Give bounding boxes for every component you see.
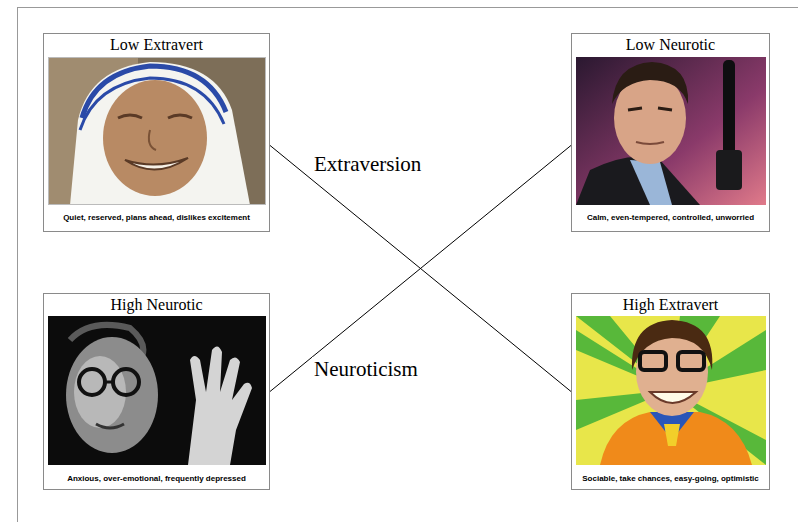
photo	[576, 57, 766, 205]
trait-box: High NeuroticAnxious, over-emotional, fr…	[43, 293, 270, 490]
box-title: Low Extravert	[47, 34, 266, 57]
trait-description: Anxious, over-emotional, frequently depr…	[47, 473, 266, 484]
photo	[576, 316, 766, 465]
trait-box: High ExtravertSociable, take chances, ea…	[571, 293, 770, 490]
photo	[48, 57, 266, 205]
photo	[48, 316, 266, 465]
trait-box: Low NeuroticCalm, even-tempered, control…	[571, 33, 770, 232]
axis-line	[270, 145, 571, 391]
trait-axis	[270, 145, 571, 391]
trait-description: Sociable, take chances, easy-going, opti…	[575, 473, 766, 484]
trait-description: Calm, even-tempered, controlled, unworri…	[575, 212, 766, 223]
frame-line	[17, 7, 18, 522]
axis-label: Neuroticism	[312, 357, 420, 381]
trait-description: Quiet, reserved, plans ahead, dislikes e…	[47, 212, 266, 223]
axis-line	[270, 145, 571, 391]
trait-axis	[270, 145, 571, 391]
box-title: Low Neurotic	[575, 34, 766, 57]
frame-line	[17, 7, 798, 8]
box-title: High Neurotic	[47, 294, 266, 317]
trait-box: Low ExtravertQuiet, reserved, plans ahea…	[43, 33, 270, 232]
axis-label: Extraversion	[312, 152, 423, 176]
box-title: High Extravert	[575, 294, 766, 317]
